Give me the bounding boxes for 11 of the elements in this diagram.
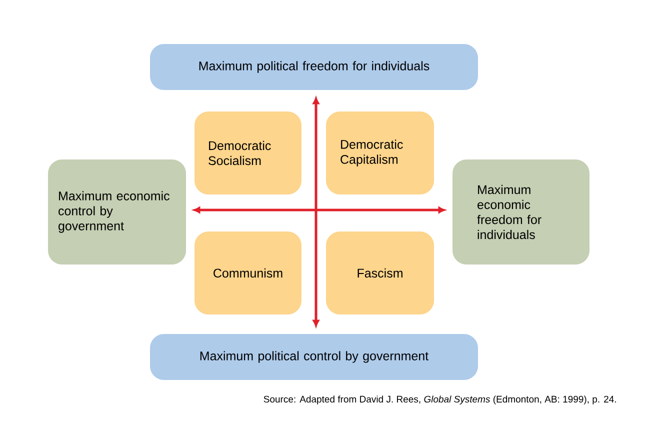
- arrow: [312, 97, 320, 327]
- category-box: Democratic Capitalism: [326, 112, 434, 194]
- arrow: [193, 206, 446, 214]
- category-box: Communism: [194, 232, 302, 314]
- heading-box: Maximum political control by government: [150, 334, 478, 380]
- heading-box: Maximum economic control by government: [48, 160, 186, 264]
- heading-box: Maximum political freedom for individuals: [150, 44, 478, 90]
- heading-box: Maximum economic freedom for individuals: [452, 160, 590, 264]
- category-box: Fascism: [326, 232, 434, 314]
- source-note: Source: Adapted from David J. Rees, Global Systems (Edmonton, AB: 1999), p. 24.: [264, 396, 616, 404]
- category-box: Democratic Socialism: [194, 112, 302, 194]
